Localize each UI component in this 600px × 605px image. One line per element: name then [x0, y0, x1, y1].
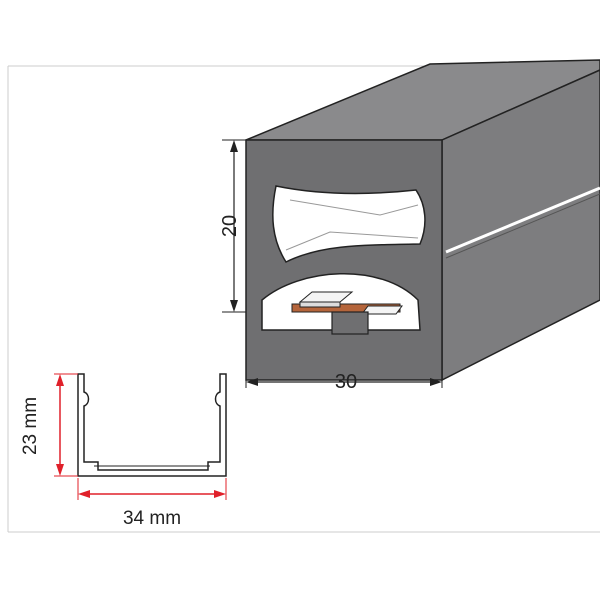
- profile-center-block: [331, 311, 369, 335]
- channel-width-dimension: 34 mm: [77, 478, 227, 529]
- channel-height-dimension: 23 mm: [20, 373, 78, 477]
- profile-height-dimension: 20: [219, 139, 246, 313]
- aluminum-channel-2d: [77, 373, 227, 477]
- profile-height-label: 20: [219, 215, 241, 237]
- profile-groove-shadow: [445, 193, 600, 259]
- led-chip-right: [361, 305, 403, 315]
- led-chip-left-base: [299, 301, 341, 308]
- profile-upper-cavity: [272, 185, 426, 263]
- profile-groove-line: [445, 186, 600, 254]
- channel-outline: [77, 373, 227, 477]
- cavity-back-line: [289, 199, 419, 216]
- channel-height-label: 23 mm: [20, 397, 41, 455]
- profile-width-label: 30: [335, 371, 357, 393]
- cavity-floor-line: [285, 231, 419, 251]
- channel-width-label: 34 mm: [123, 508, 181, 529]
- profile-inner-outline: [261, 273, 421, 331]
- profile-front-face: [245, 139, 443, 381]
- profile-width-dimension: 30: [245, 318, 443, 393]
- silicone-profile-3d: [245, 59, 600, 382]
